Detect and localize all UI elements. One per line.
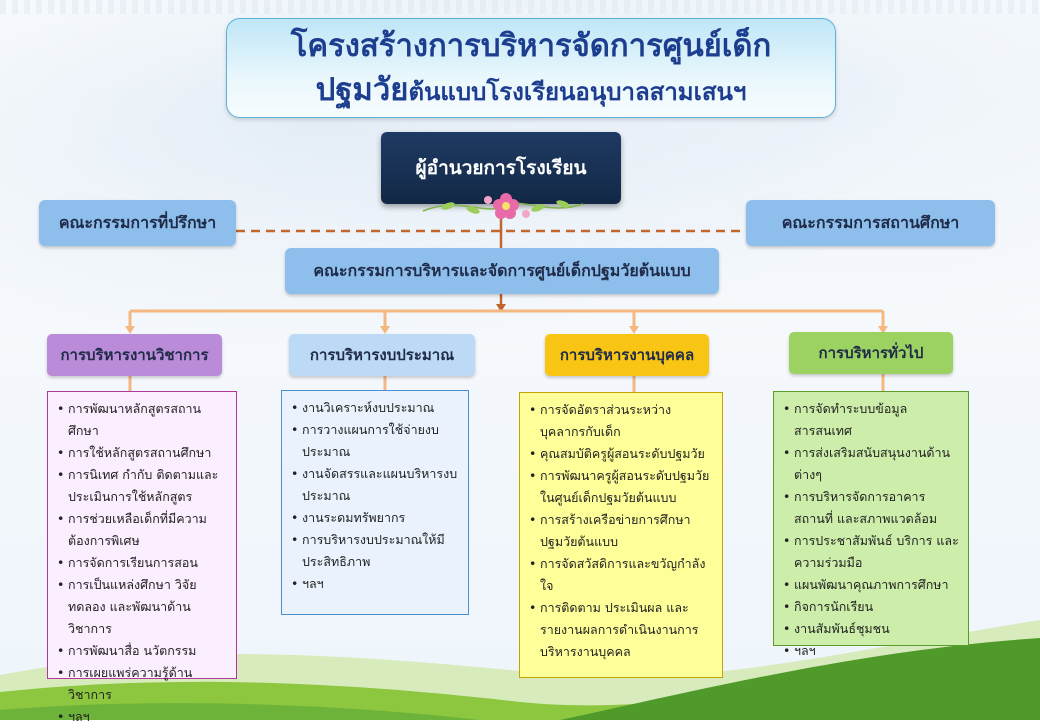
panel-personnel: การจัดอัตราส่วนระหว่างบุคลากรกับเด็กคุณส… — [519, 392, 723, 678]
title-banner: โครงสร้างการบริหารจัดการศูนย์เด็ก ปฐมวัย… — [226, 18, 836, 118]
academic-task-list: การพัฒนาหลักสูตรสถานศึกษาการใช้หลักสูตรส… — [56, 398, 228, 728]
director-box: ผู้อำนวยการโรงเรียน — [381, 132, 621, 204]
dept-head-academic: การบริหารงานวิชาการ — [47, 334, 222, 376]
task-item: การพัฒนาสื่อ นวัตกรรม — [56, 640, 228, 662]
task-item: การนิเทศ กำกับ ติดตามและประเมินการใช้หลั… — [56, 464, 228, 508]
dept-head-budget: การบริหารงบประมาณ — [289, 334, 475, 376]
task-item: การประชาสัมพันธ์ บริการ และความร่วมมือ — [782, 530, 960, 574]
title-line-2: ปฐมวัยต้นแบบโรงเรียนอนุบาลสามเสนฯ — [227, 71, 835, 114]
task-item: แผนพัฒนาคุณภาพการศึกษา — [782, 574, 960, 596]
task-item: ฯลฯ — [290, 573, 460, 595]
flower-decoration — [422, 193, 584, 219]
panel-budget: งานวิเคราะห์งบประมาณการวางแผนการใช้จ่ายง… — [281, 390, 469, 615]
task-item: การเผยแพร่ความรู้ด้านวิชาการ — [56, 662, 228, 706]
task-item: การจัดสวัสดิการและขวัญกำลังใจ — [528, 553, 714, 597]
dept-head-general: การบริหารทั่วไป — [789, 332, 953, 374]
panel-general: การจัดทำระบบข้อมูลสารสนเทศการส่งเสริมสนั… — [773, 391, 969, 662]
task-item: งานสัมพันธ์ชุมชน — [782, 618, 960, 640]
panel-academic: การพัฒนาหลักสูตรสถานศึกษาการใช้หลักสูตรส… — [47, 391, 237, 728]
task-item: การวางแผนการใช้จ่ายงบประมาณ — [290, 419, 460, 463]
task-item: การพัฒนาครูผู้สอนระดับปฐมวัยในศูนย์เด็กป… — [528, 465, 714, 509]
budget-task-list: งานวิเคราะห์งบประมาณการวางแผนการใช้จ่ายง… — [290, 397, 460, 595]
task-item: การสร้างเครือข่ายการศึกษาปฐมวัยต้นแบบ — [528, 509, 714, 553]
task-item: ฯลฯ — [782, 640, 960, 662]
task-item: การบริหารงบประมาณให้มีประสิทธิภาพ — [290, 529, 460, 573]
task-item: การพัฒนาหลักสูตรสถานศึกษา — [56, 398, 228, 442]
task-item: งานจัดสรรและแผนบริหารงบประมาณ — [290, 463, 460, 507]
task-item: งานระดมทรัพยากร — [290, 507, 460, 529]
task-item: งานวิเคราะห์งบประมาณ — [290, 397, 460, 419]
task-item: การจัดอัตราส่วนระหว่างบุคลากรกับเด็ก — [528, 399, 714, 443]
management-committee-box: คณะกรรมการบริหารและจัดการศูนย์เด็กปฐมวัย… — [285, 248, 719, 294]
task-item: การจัดการเรียนการสอน — [56, 552, 228, 574]
school-board-box: คณะกรรมการสถานศึกษา — [746, 200, 995, 246]
title-line-2-big: ปฐมวัย — [315, 72, 409, 108]
advisory-committee-box: คณะกรรมการที่ปรึกษา — [39, 200, 236, 246]
personnel-task-list: การจัดอัตราส่วนระหว่างบุคลากรกับเด็กคุณส… — [528, 399, 714, 663]
task-item: การเป็นแหล่งศึกษา วิจัย ทดลอง และพัฒนาด้… — [56, 574, 228, 640]
dept-head-personnel: การบริหารงานบุคคล — [545, 334, 709, 376]
title-line-2-small: ต้นแบบโรงเรียนอนุบาลสามเสนฯ — [408, 77, 747, 106]
task-item: ฯลฯ — [56, 706, 228, 728]
task-item: การบริหารจัดการอาคาร สถานที่ และสภาพแวดล… — [782, 486, 960, 530]
task-item: การใช้หลักสูตรสถานศึกษา — [56, 442, 228, 464]
task-item: การจัดทำระบบข้อมูลสารสนเทศ — [782, 398, 960, 442]
task-item: การส่งเสริมสนับสนุนงานด้านต่างๆ — [782, 442, 960, 486]
general-task-list: การจัดทำระบบข้อมูลสารสนเทศการส่งเสริมสนั… — [782, 398, 960, 662]
task-item: คุณสมบัติครูผู้สอนระดับปฐมวัย — [528, 443, 714, 465]
task-item: การติดตาม ประเมินผล และรายงานผลการดำเนิน… — [528, 597, 714, 663]
title-line-1: โครงสร้างการบริหารจัดการศูนย์เด็ก — [290, 28, 772, 64]
task-item: กิจการนักเรียน — [782, 596, 960, 618]
task-item: การช่วยเหลือเด็กที่มีความต้องการพิเศษ — [56, 508, 228, 552]
